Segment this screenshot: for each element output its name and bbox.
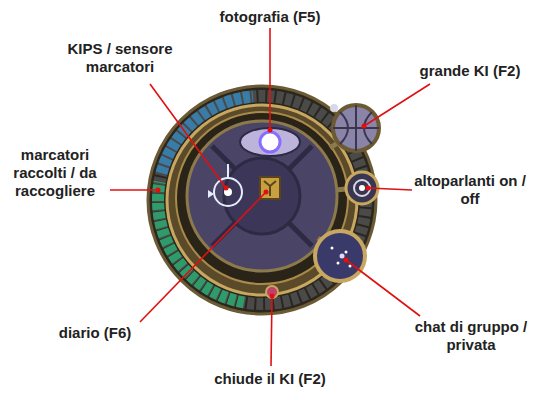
callout-label: chiude il KI (F2) (180, 370, 360, 388)
callout-label: altoparlanti on / off (410, 172, 530, 208)
callout-label: fotografia (F5) (190, 8, 350, 26)
callout-label: marcatori raccolti / da raccogliere (2, 146, 108, 200)
leader-line (150, 84, 226, 188)
leader-line (271, 296, 272, 366)
callout-label: chat di gruppo / privata (400, 318, 540, 354)
callout-label: diario (F6) (35, 324, 155, 342)
callout-label: KIPS / sensore marcatori (55, 40, 185, 76)
callout-label: grande KI (F2) (405, 62, 535, 80)
leader-line (269, 28, 271, 130)
leader-line (110, 189, 158, 191)
leader-line (364, 84, 430, 126)
leader-line (346, 260, 420, 316)
leader-line (140, 192, 266, 322)
leader-line (368, 188, 412, 190)
